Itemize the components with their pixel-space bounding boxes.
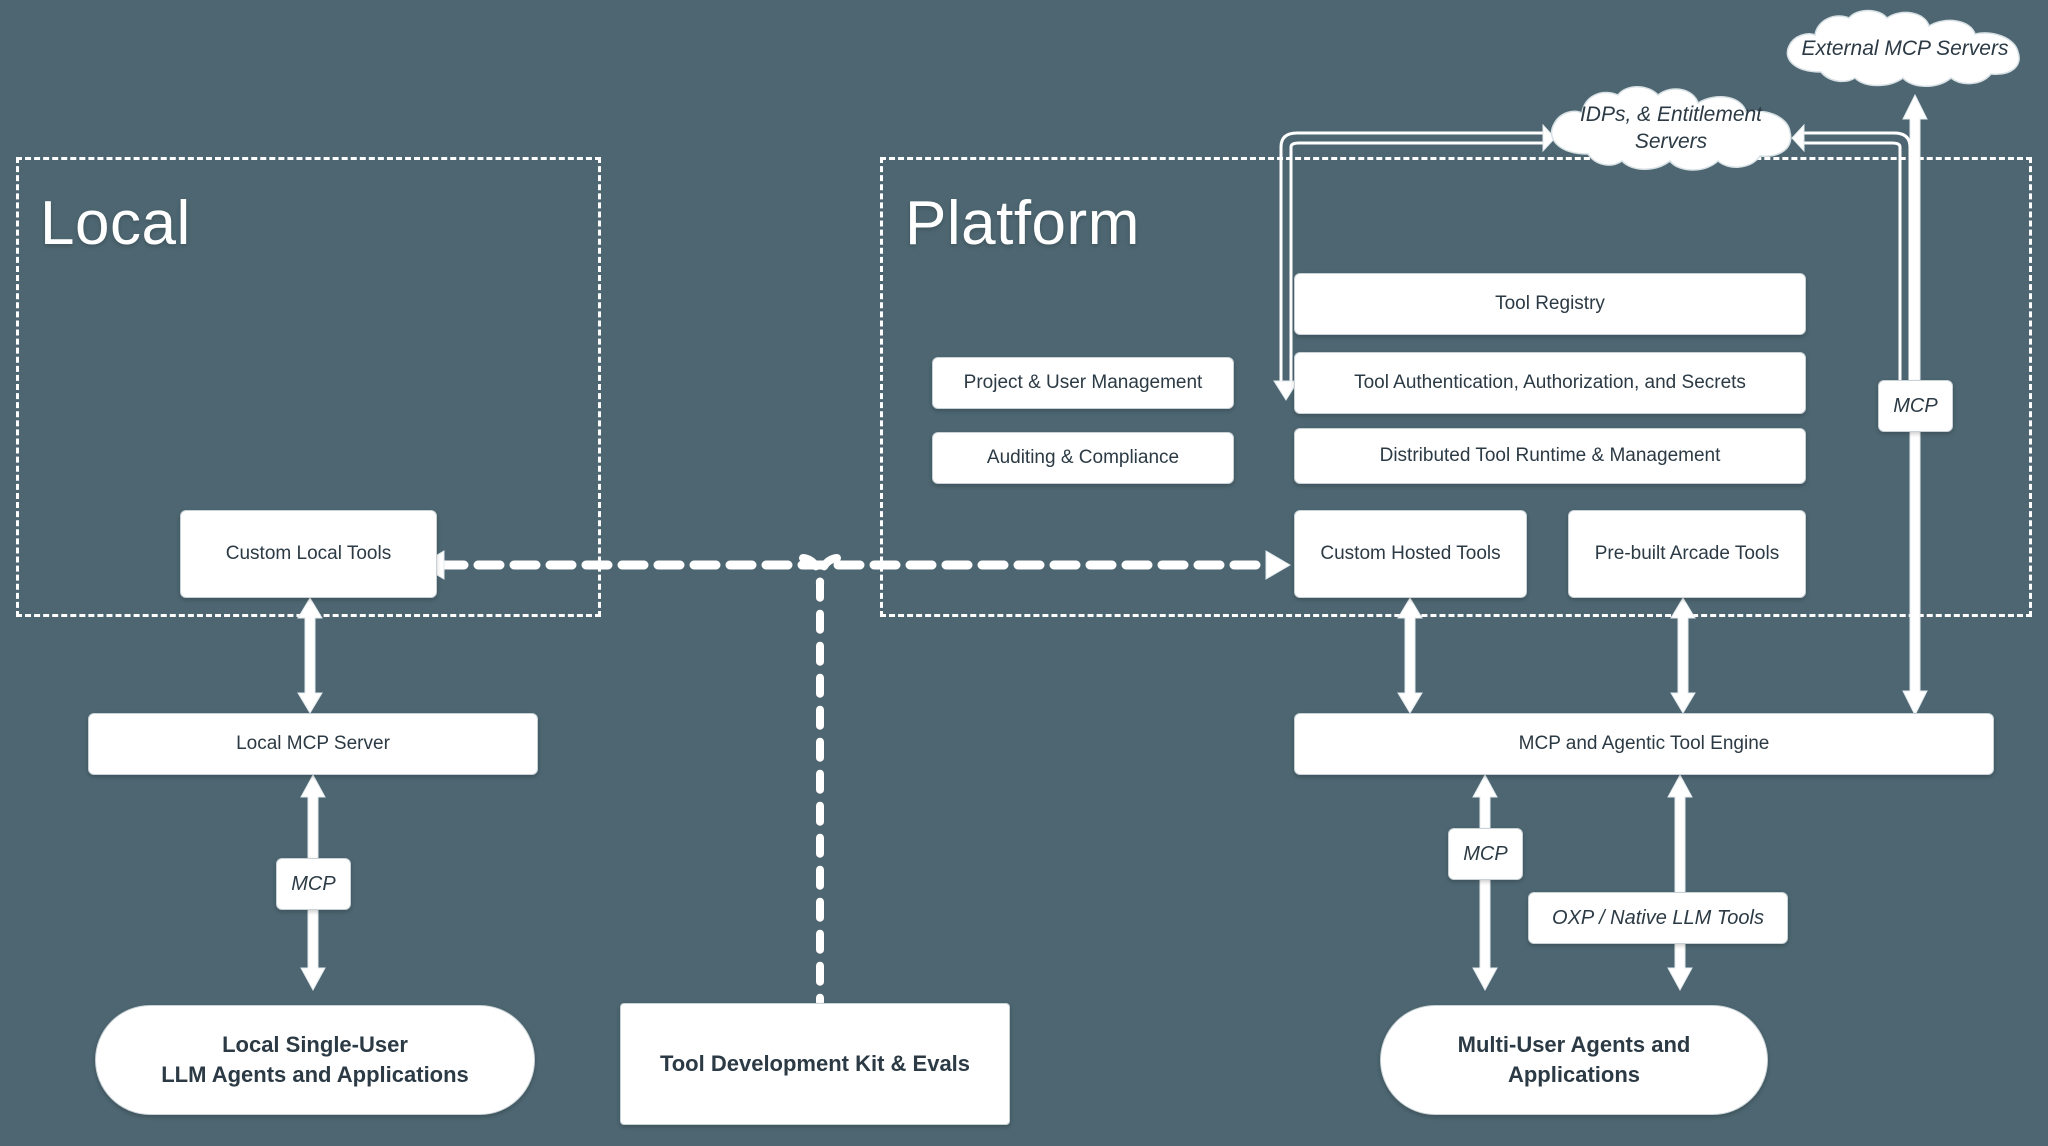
connector-dashed-tools-bus [419, 545, 1291, 585]
node-multi-user-agents-line2: Applications [1507, 1062, 1640, 1087]
node-local-agents-line2: LLM Agents and Applications [161, 1062, 469, 1087]
cloud-idps-entitlement-servers-label: IDPs, & Entitlement Servers [1579, 102, 1763, 153]
edge-label-oxp-native-llm-tools: OXP / Native LLM Tools [1528, 892, 1788, 944]
node-project-user-management[interactable]: Project & User Management [932, 357, 1234, 409]
connector-tool-auth-to-idps [1790, 123, 1920, 401]
node-local-agents-line1: Local Single-User [222, 1032, 408, 1058]
node-local-mcp-server[interactable]: Local MCP Server [88, 713, 538, 775]
node-custom-hosted-tools-label: Custom Hosted Tools [1320, 543, 1501, 565]
connector-engine-to-agents-mcp [1470, 773, 1500, 992]
node-auditing-compliance-label: Auditing & Compliance [986, 447, 1180, 469]
zone-local-title: Local [40, 189, 191, 258]
node-tool-development-kit-label: Tool Development Kit & Evals [659, 1051, 971, 1077]
node-pre-built-arcade-tools[interactable]: Pre-built Arcade Tools [1568, 510, 1806, 598]
node-tool-registry-label: Tool Registry [1495, 293, 1605, 315]
node-tool-registry[interactable]: Tool Registry [1294, 273, 1806, 335]
node-tool-authentication-label: Tool Authentication, Authorization, and … [1354, 372, 1746, 394]
cloud-idps-entitlement-servers: IDPs, & Entitlement Servers [1540, 82, 1802, 174]
edge-label-agents-mcp: MCP [1448, 828, 1523, 880]
node-multi-user-agents[interactable]: Multi-User Agents and Applications [1380, 1005, 1768, 1115]
node-custom-local-tools[interactable]: Custom Local Tools [180, 510, 437, 598]
zone-platform [880, 157, 2032, 617]
node-tool-development-kit[interactable]: Tool Development Kit & Evals [620, 1003, 1010, 1125]
node-local-single-user-agents[interactable]: Local Single-User LLM Agents and Applica… [95, 1005, 535, 1115]
zone-platform-title: Platform [905, 189, 1140, 258]
connector-arcade-tools-to-engine [1668, 597, 1698, 714]
edge-label-local-mcp-text: MCP [291, 872, 336, 895]
connector-engine-to-agents-oxp [1665, 773, 1695, 992]
node-project-user-management-label: Project & User Management [963, 372, 1203, 394]
connector-dashed-tdk-drop [790, 552, 850, 1006]
connector-local-tools-to-mcp-server [295, 597, 325, 714]
node-multi-user-agents-line1: Multi-User Agents and [1457, 1032, 1691, 1058]
edge-label-external-mcp: MCP [1878, 380, 1953, 432]
connector-user-mgmt-to-idps [1255, 123, 1556, 401]
node-mcp-agentic-tool-engine[interactable]: MCP and Agentic Tool Engine [1294, 713, 1994, 775]
connector-hosted-tools-to-engine [1395, 597, 1425, 714]
node-local-mcp-server-label: Local MCP Server [236, 733, 390, 755]
node-distributed-tool-runtime[interactable]: Distributed Tool Runtime & Management [1294, 428, 1806, 484]
node-custom-local-tools-label: Custom Local Tools [225, 543, 392, 565]
cloud-external-mcp-servers: External MCP Servers [1775, 8, 2035, 90]
node-distributed-tool-runtime-label: Distributed Tool Runtime & Management [1379, 445, 1721, 467]
node-custom-hosted-tools[interactable]: Custom Hosted Tools [1294, 510, 1527, 598]
node-auditing-compliance[interactable]: Auditing & Compliance [932, 432, 1234, 484]
edge-label-external-mcp-text: MCP [1893, 394, 1938, 417]
node-tool-authentication[interactable]: Tool Authentication, Authorization, and … [1294, 352, 1806, 414]
edge-label-local-mcp: MCP [276, 858, 351, 910]
edge-label-oxp-native-llm-tools-text: OXP / Native LLM Tools [1552, 906, 1764, 929]
node-pre-built-arcade-tools-label: Pre-built Arcade Tools [1594, 543, 1780, 565]
cloud-external-mcp-servers-label: External MCP Servers [1801, 37, 2009, 61]
edge-label-agents-mcp-text: MCP [1463, 842, 1508, 865]
node-mcp-agentic-tool-engine-label: MCP and Agentic Tool Engine [1518, 733, 1770, 755]
